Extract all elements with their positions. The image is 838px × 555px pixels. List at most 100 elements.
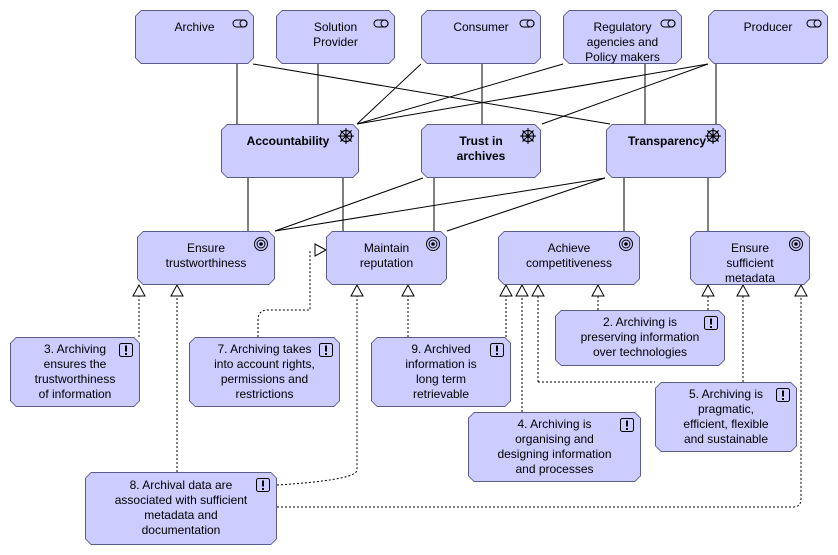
node-label: 7. Archiving takes into account rights, … — [214, 342, 315, 401]
stakeholder-icon — [806, 15, 822, 31]
principle-7[interactable]: 7. Archiving takes into account rights, … — [189, 337, 340, 407]
node-outline — [371, 337, 511, 407]
node-outline — [468, 412, 641, 482]
principle-4[interactable]: 4. Archiving is organising and designing… — [468, 412, 641, 482]
realization-arrowhead — [794, 283, 808, 297]
stakeholder-archive[interactable]: Archive — [135, 10, 254, 64]
principle-icon — [489, 342, 505, 358]
realization-arrowhead — [736, 283, 750, 297]
goal-ensure-trustworthiness[interactable]: Ensure trustworthiness — [137, 231, 275, 285]
node-label: Ensure sufficient metadata — [724, 241, 776, 285]
node-label: 4. Archiving is organising and designing… — [497, 417, 612, 476]
association-line — [356, 63, 564, 125]
association-line — [274, 177, 606, 232]
node-outline — [221, 124, 359, 178]
realization-arrowhead — [170, 283, 184, 297]
stakeholder-regulatory-agencies[interactable]: Regulatory agencies and Policy makers — [563, 10, 682, 64]
stakeholder-icon — [232, 15, 248, 31]
principle-8[interactable]: 8. Archival data are associated with suf… — [85, 472, 277, 545]
driver-icon — [704, 127, 722, 145]
realization-arrowhead — [701, 283, 715, 297]
stakeholder-consumer[interactable]: Consumer — [421, 10, 541, 64]
principle-9[interactable]: 9. Archived information is long term ret… — [371, 337, 511, 407]
realization-arrowhead — [314, 243, 328, 257]
driver-transparency[interactable]: Transparency — [606, 124, 726, 178]
realization-arrowhead — [401, 283, 415, 297]
node-label: Achieve competitiveness — [525, 241, 613, 270]
goal-icon — [253, 236, 269, 252]
principle-icon — [703, 315, 719, 331]
node-label: 2. Archiving is preserving information o… — [580, 315, 700, 359]
node-outline — [137, 231, 275, 285]
goal-icon — [425, 236, 441, 252]
stakeholder-icon — [373, 15, 389, 31]
driver-icon — [519, 127, 537, 145]
goal-icon — [618, 236, 634, 252]
principle-5[interactable]: 5. Archiving is pragmatic, efficient, fl… — [655, 382, 797, 452]
node-label: Producer — [743, 20, 793, 34]
node-outline — [655, 382, 797, 452]
node-label: Consumer — [453, 20, 509, 34]
realization-arrowhead — [132, 283, 146, 297]
node-outline — [690, 231, 810, 285]
node-label: Ensure trustworthiness — [165, 241, 247, 270]
driver-accountability[interactable]: Accountability — [221, 124, 359, 178]
node-label: Trust in archives — [456, 134, 506, 163]
node-outline — [606, 124, 726, 178]
realization-line — [276, 295, 358, 486]
realization-line — [277, 295, 802, 508]
node-outline — [10, 337, 140, 407]
principle-2[interactable]: 2. Archiving is preserving information o… — [555, 310, 725, 366]
node-label: Regulatory agencies and Policy makers — [585, 20, 660, 64]
stakeholder-solution-provider[interactable]: Solution Provider — [276, 10, 395, 64]
realization-arrowhead — [515, 283, 529, 297]
node-outline — [135, 10, 254, 64]
principle-3[interactable]: 3. Archiving ensures the trustworthiness… — [10, 337, 140, 407]
node-label: Transparency — [628, 134, 707, 148]
principle-icon — [255, 477, 271, 493]
principle-icon — [619, 417, 635, 433]
association-line — [356, 63, 709, 125]
goal-ensure-sufficient-metadata[interactable]: Ensure sufficient metadata — [690, 231, 810, 285]
node-outline — [498, 231, 640, 285]
association-line — [541, 63, 709, 125]
principle-icon — [775, 387, 791, 403]
association-line — [274, 177, 424, 232]
realization-arrowhead — [350, 283, 364, 297]
stakeholder-icon — [660, 15, 676, 31]
realization-arrowhead — [591, 283, 605, 297]
principle-icon — [118, 342, 134, 358]
node-outline — [326, 231, 447, 285]
node-label: Maintain reputation — [359, 241, 414, 270]
driver-icon — [337, 127, 355, 145]
realization-arrowhead — [531, 283, 545, 297]
goal-icon — [788, 236, 804, 252]
realization-arrowhead — [499, 283, 513, 297]
node-outline — [85, 472, 277, 545]
node-label: Solution Provider — [313, 20, 358, 49]
principle-icon — [318, 342, 334, 358]
node-label: 9. Archived information is long term ret… — [405, 342, 477, 401]
node-outline — [421, 124, 541, 178]
node-label: Archive — [174, 20, 215, 34]
node-label: 8. Archival data are associated with suf… — [114, 478, 248, 537]
node-outline — [421, 10, 541, 64]
driver-trust-in-archives[interactable]: Trust in archives — [421, 124, 541, 178]
stakeholder-icon — [519, 15, 535, 31]
association-line — [446, 177, 606, 232]
node-outline — [708, 10, 828, 64]
stakeholder-producer[interactable]: Producer — [708, 10, 828, 64]
goal-achieve-competitiveness[interactable]: Achieve competitiveness — [498, 231, 640, 285]
realization-line — [257, 250, 311, 337]
node-label: Accountability — [246, 134, 330, 148]
node-label: 5. Archiving is pragmatic, efficient, fl… — [683, 387, 769, 446]
node-outline — [563, 10, 682, 64]
association-line — [252, 63, 611, 125]
node-label: 3. Archiving ensures the trustworthiness… — [34, 342, 116, 401]
association-line — [356, 63, 422, 125]
node-outline — [555, 310, 725, 366]
node-outline — [276, 10, 395, 64]
node-outline — [189, 337, 340, 407]
goal-maintain-reputation[interactable]: Maintain reputation — [326, 231, 447, 285]
